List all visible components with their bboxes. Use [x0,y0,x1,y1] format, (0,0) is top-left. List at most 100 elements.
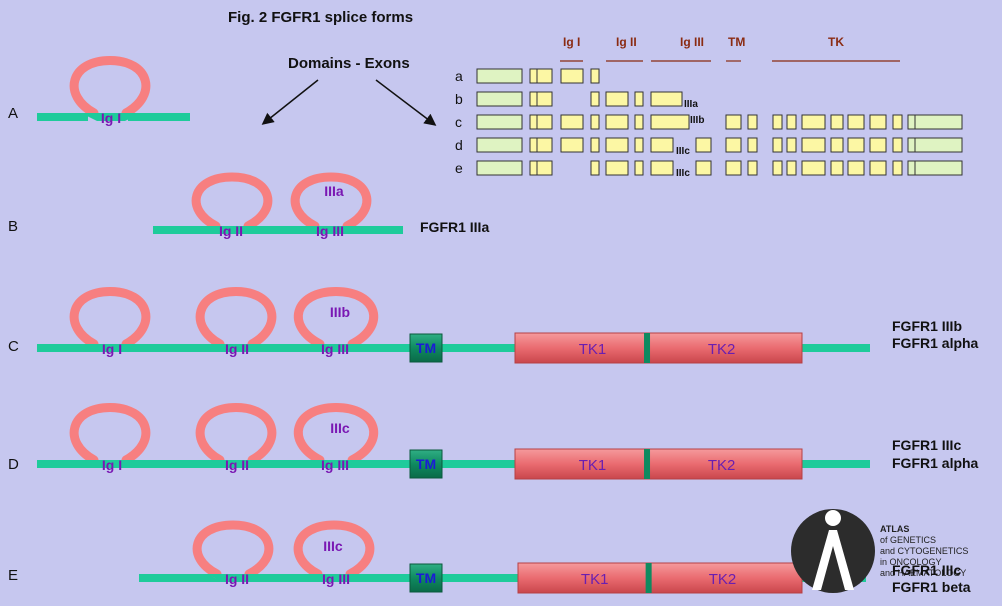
form-c-tm-label: TM [416,340,436,356]
exon-annotation-iiib: IIIb [690,115,704,126]
form-d-domain-ig1-base [82,460,142,468]
exon-d-tk-9 [892,137,903,153]
form-e-tk-tk1-label: TK1 [581,571,609,588]
figure-title: Fig. 2 FGFR1 splice forms [228,9,413,26]
exon-c-ig3b [650,114,690,130]
exon-e-first [476,160,523,176]
form-e-name-1: FGFR1 IIIc [892,562,961,578]
form-c-domain-ig3-label: Ig III [321,341,349,357]
form-e-tm-label: TM [416,570,436,586]
form-b-domain-ig2-base [201,226,261,234]
exon-d-tk-4 [786,137,797,153]
exon-a-third [590,68,600,84]
exon-b-first [476,91,523,107]
form-d-loop-ig3 [293,402,379,465]
exon-d-tk-1 [725,137,742,153]
exon-e-last [907,160,963,176]
form-d-tk-tk2-label: TK2 [708,457,736,474]
exon-b-third [590,91,600,107]
form-b-domain-ig3-base [300,226,360,234]
form-b-domain-ig2-label: Ig II [219,223,243,239]
form-e-tk [517,562,803,594]
exon-d-ig2b [634,137,644,153]
arrow-right [375,79,437,126]
form-e-tk-tk2-label: TK2 [709,571,737,588]
exon-d-tk-8 [869,137,887,153]
exon-c-ig2a [605,114,629,130]
exon-annotation-iiia: IIIa [684,99,698,110]
exon-b-ig2b [634,91,644,107]
form-letter-a: A [8,105,18,122]
exon-annotation-iiic-d: IIIc [676,146,690,157]
form-e-tm [409,563,443,593]
exon-c-tk-5 [801,114,826,130]
form-e-domain-ig2-label: Ig II [225,571,249,587]
form-c-domain-ig2-label: Ig II [225,341,249,357]
form-c-tk-tk2-label: TK2 [708,341,736,358]
exon-e-ig2a [605,160,629,176]
form-c-loop-ig1 [69,286,151,349]
form-d-domain-ig1-label: Ig I [102,457,122,473]
form-a-diagram: Ig I [37,55,190,126]
form-d-tm-label: TM [416,456,436,472]
exon-b-second [529,91,553,107]
exon-d-tk-2 [747,137,758,153]
form-c-tm [409,333,443,363]
form-c-name-1: FGFR1 IIIb [892,318,962,334]
exon-row-label-c: c [455,114,462,130]
form-c-domain-ig1-label: Ig I [102,341,122,357]
form-e-loop-ig2 [192,520,274,579]
exon-c-tk-9 [892,114,903,130]
exon-header-tk: TK [828,35,844,49]
form-e-loop-label: IIIc [323,538,343,554]
form-c-domain-ig1-base [82,344,142,352]
form-c-loop-label: IIIb [330,304,350,320]
exon-c-tk-6 [830,114,844,130]
atlas-logo-dot [825,510,841,526]
exon-row-label-a: a [455,68,463,84]
form-d-domain-ig3-label: Ig III [321,457,349,473]
form-e-domain-ig2-base [207,574,267,582]
exon-table-rows: a b c d e IIIa IIIb IIIc IIIc [455,68,963,179]
exon-c-ig2b [634,114,644,130]
exon-a-second [529,68,553,84]
form-d-loop-ig1 [69,402,151,465]
exon-e-tk-4 [786,160,797,176]
domains-exons-label: Domains - Exons [288,55,410,72]
form-a-domain-ig1-label: Ig I [101,110,121,126]
exon-d-last [907,137,963,153]
exon-c-tk-7 [847,114,865,130]
form-b-loop-ig3 [290,172,372,231]
exon-e-tk-8 [869,160,887,176]
form-d-loop-label: IIIc [330,420,350,436]
form-c-domain-ig3-base [305,344,365,352]
exon-e-ig3c-tail [695,160,712,176]
exon-d-first [476,137,523,153]
form-c-tk-divider [644,333,651,363]
form-d-domain-ig2-base [207,460,267,468]
exon-c-second [529,114,553,130]
exon-a-first [476,68,523,84]
exon-header-tm: TM [728,35,745,49]
exon-e-ig2b [634,160,644,176]
exon-d-tk-6 [830,137,844,153]
exon-e-ig3c [650,160,674,176]
form-c-name-2: FGFR1 alpha [892,335,979,351]
form-e-domain-ig3-base [306,574,366,582]
form-b-name: FGFR1 IIIa [420,219,489,235]
form-b-loop-ig2 [191,172,273,231]
exon-e-tk-7 [847,160,865,176]
exon-row-label-d: d [455,137,463,153]
exon-d-ig3c [650,137,674,153]
form-c-loop-ig2 [195,286,277,349]
exon-header-ig1: Ig I [563,35,580,49]
atlas-logo-line-3: and CYTOGENETICS [880,546,968,556]
form-c-domain-ig2-base [207,344,267,352]
exon-e-tk-3 [772,160,783,176]
atlas-logo: ATLAS of GENETICS and CYTOGENETICS in ON… [791,509,968,593]
exon-c-tk-1 [725,114,742,130]
form-letter-b: B [8,218,18,235]
